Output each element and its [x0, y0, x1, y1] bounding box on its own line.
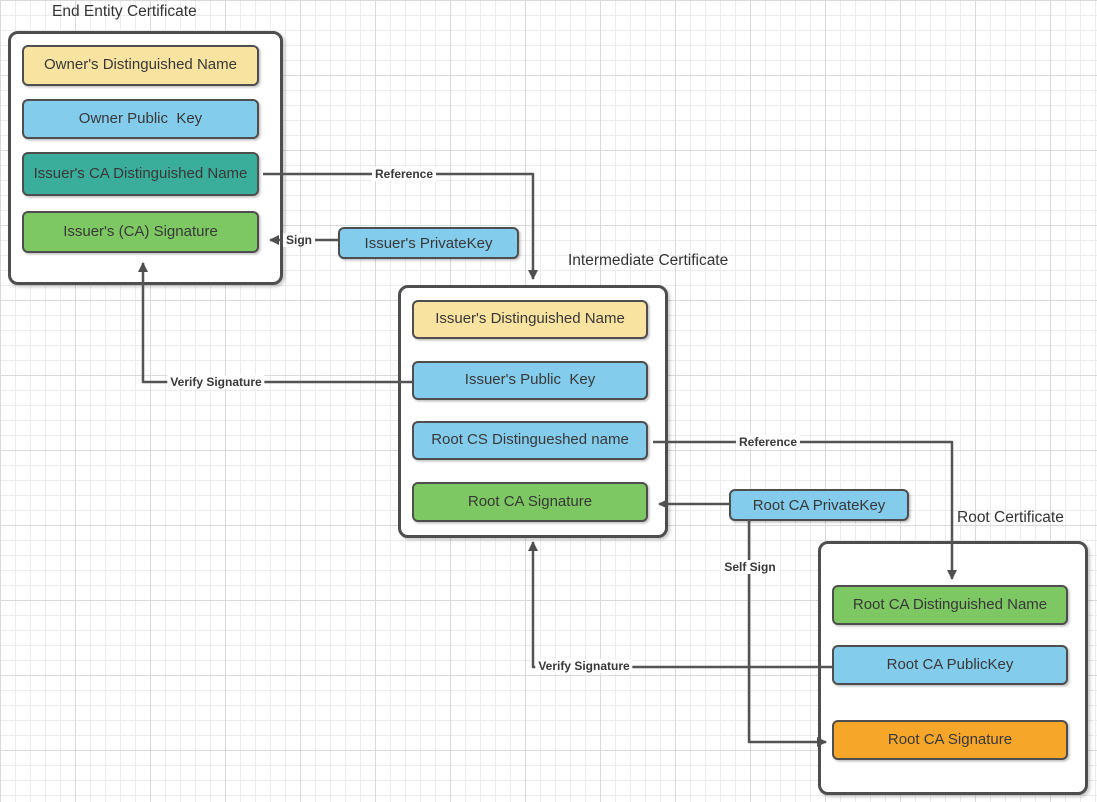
connector-label-verify-signature-bottom: Verify Signature: [535, 659, 633, 673]
connector-label-self-sign: Self Sign: [721, 560, 779, 574]
field-root-ca-publickey: Root CA PublicKey: [832, 645, 1068, 685]
connector-label-reference-top: Reference: [371, 167, 437, 181]
group-root-certificate: Root CA Distinguished Name Root CA Publi…: [818, 541, 1088, 795]
group-title-intermediate-certificate: Intermediate Certificate: [568, 252, 729, 269]
connector-label-reference-right: Reference: [735, 435, 801, 449]
connector-self-sign: [747, 519, 827, 747]
field-root-ca-signature-root: Root CA Signature: [832, 720, 1068, 760]
field-root-cs-distingueshed-name: Root CS Distingueshed name: [412, 421, 648, 460]
node-root-ca-privatekey: Root CA PrivateKey: [729, 489, 909, 521]
field-root-ca-signature-intermediate: Root CA Signature: [412, 482, 648, 522]
node-issuers-privatekey: Issuer's PrivateKey: [338, 227, 519, 259]
field-issuers-ca-signature: Issuer's (CA) Signature: [22, 211, 259, 253]
connector-verify-signature-bottom: [528, 541, 832, 669]
group-intermediate-certificate: Issuer's Distinguished Name Issuer's Pub…: [398, 285, 668, 538]
connector-label-sign: Sign: [283, 233, 315, 247]
field-root-ca-distinguished-name: Root CA Distinguished Name: [832, 585, 1068, 625]
field-owner-public-key: Owner Public Key: [22, 99, 259, 139]
field-issuers-public-key: Issuer's Public Key: [412, 361, 648, 400]
connector-label-verify-signature-left: Verify Signature: [167, 375, 265, 389]
field-issuers-ca-distinguished-name: Issuer's CA Distinguished Name: [22, 152, 259, 196]
field-issuers-distinguished-name: Issuer's Distinguished Name: [412, 300, 648, 339]
field-owners-distinguished-name: Owner's Distinguished Name: [22, 45, 259, 86]
group-title-root-certificate: Root Certificate: [957, 509, 1064, 526]
group-end-entity-certificate: Owner's Distinguished Name Owner Public …: [8, 31, 283, 285]
group-title-end-entity-certificate: End Entity Certificate: [52, 3, 197, 20]
